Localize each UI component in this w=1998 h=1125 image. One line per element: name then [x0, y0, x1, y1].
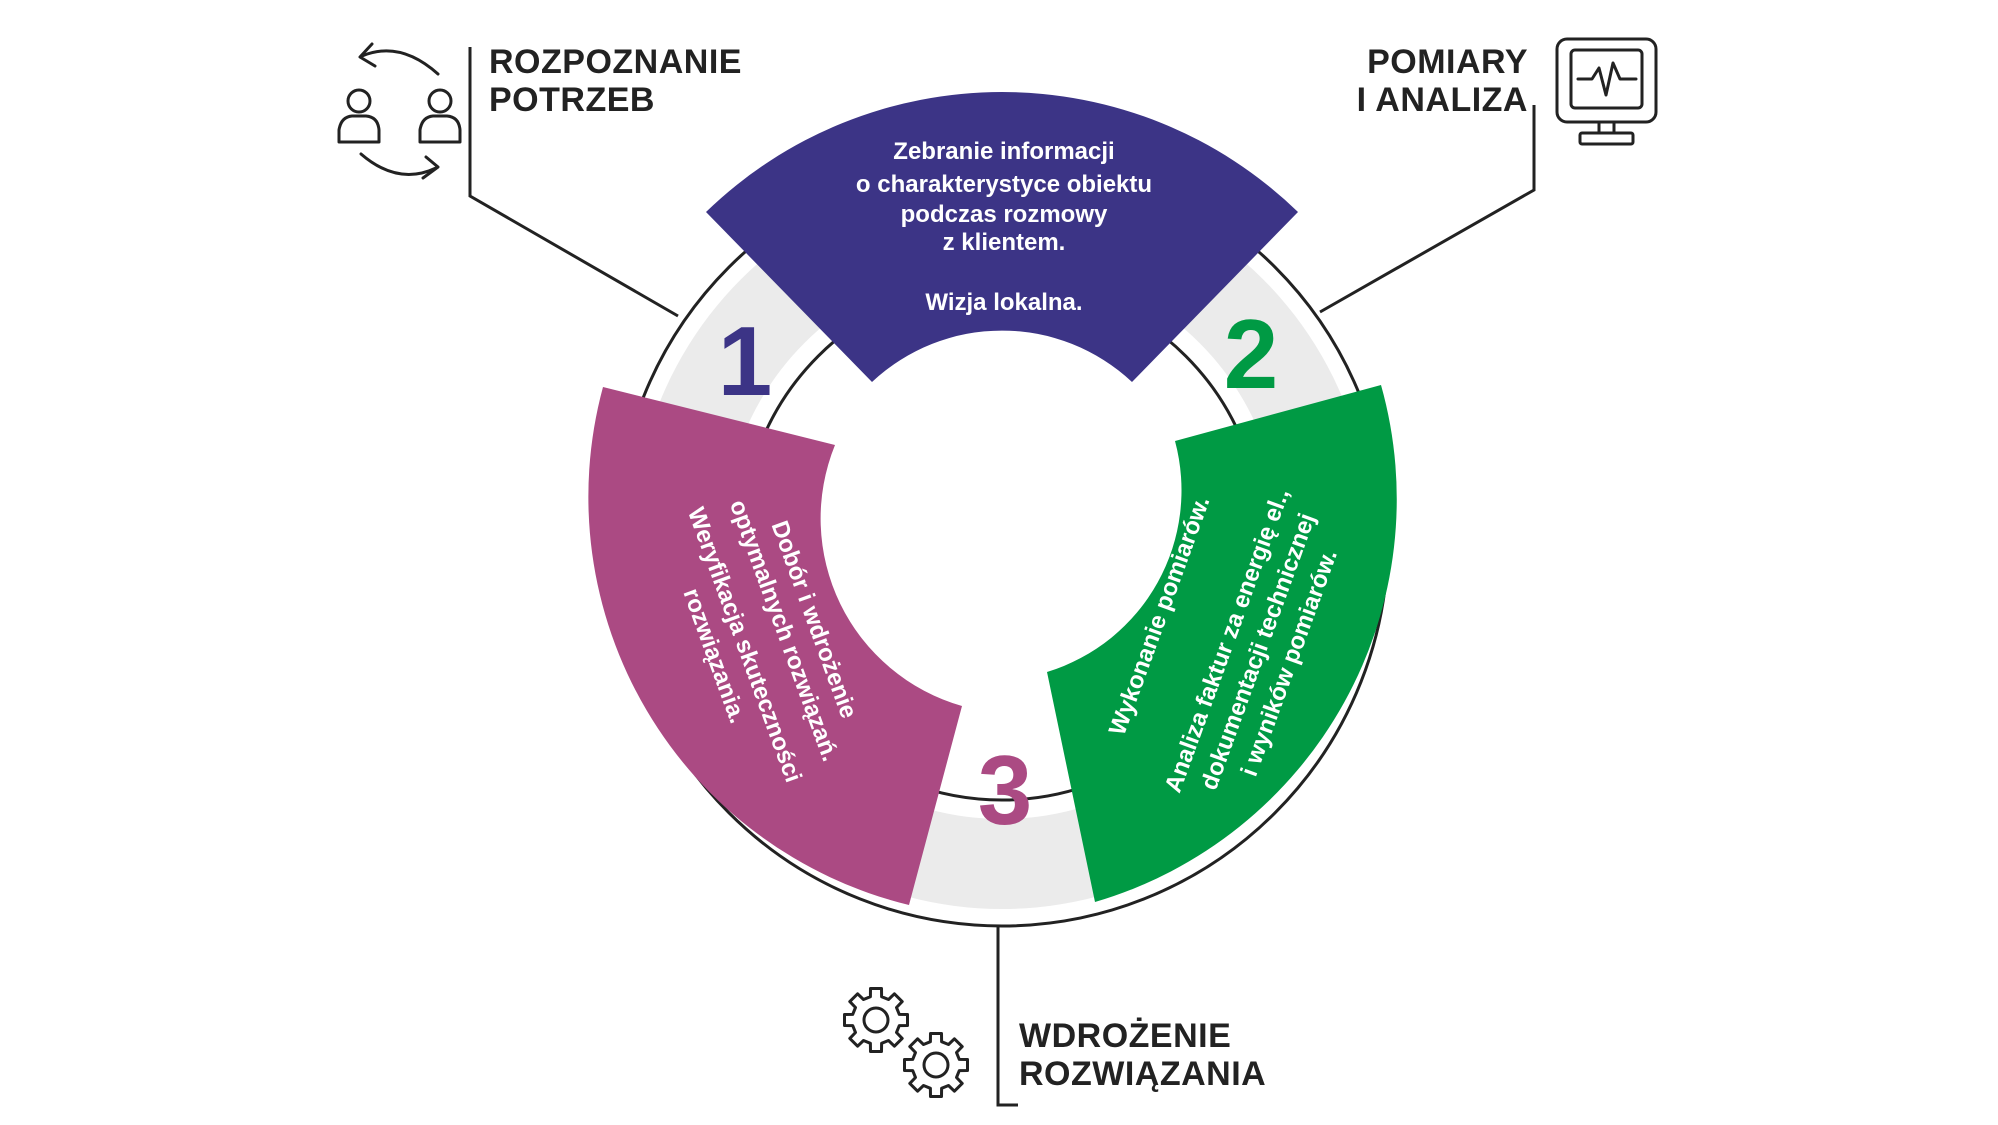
step2-heading-line: I ANALIZA: [1356, 81, 1528, 119]
step1-heading-line: ROZPOZNANIE: [489, 43, 742, 81]
step2-heading-line: POMIARY: [1367, 43, 1528, 81]
step3-number: 3: [978, 735, 1033, 845]
gear-large-icon: [843, 987, 909, 1053]
people-exchange-icon: [337, 42, 462, 180]
segment-step2: [1047, 385, 1397, 902]
connector-line-step1: [468, 47, 679, 318]
step1-text-line: o charakterystyce obiektu: [856, 171, 1152, 198]
step1-text-line: Zebranie informacji: [893, 138, 1114, 165]
step2-heading: POMIARY I ANALIZA: [1357, 43, 1528, 119]
step1-heading-line: POTRZEB: [489, 81, 655, 119]
step1-text-line: Wizja lokalna.: [925, 289, 1082, 316]
connector-line-step2: [1319, 105, 1536, 314]
step1-number: 1: [718, 306, 773, 416]
step2-number: 2: [1224, 299, 1279, 409]
step3-heading-line: WDROŻENIE: [1019, 1017, 1232, 1055]
step3-heading: WDROŻENIE ROZWIĄZANIA: [1019, 1017, 1266, 1093]
gears-icon: [843, 987, 969, 1098]
step1-text-line: z klientem.: [943, 229, 1066, 256]
segment-step3: [588, 387, 962, 905]
step1-text-line: podczas rozmowy: [901, 201, 1108, 228]
monitor-waveform-icon: [1555, 37, 1658, 146]
gear-small-icon: [903, 1032, 969, 1098]
step1-description: Zebranie informacji o charakterystyce ob…: [856, 138, 1152, 316]
connector-line-step3: [996, 926, 1018, 1107]
step3-heading-line: ROZWIĄZANIA: [1019, 1055, 1267, 1093]
step1-heading: ROZPOZNANIE POTRZEB: [489, 43, 742, 119]
segment-step1: [706, 91, 1298, 382]
